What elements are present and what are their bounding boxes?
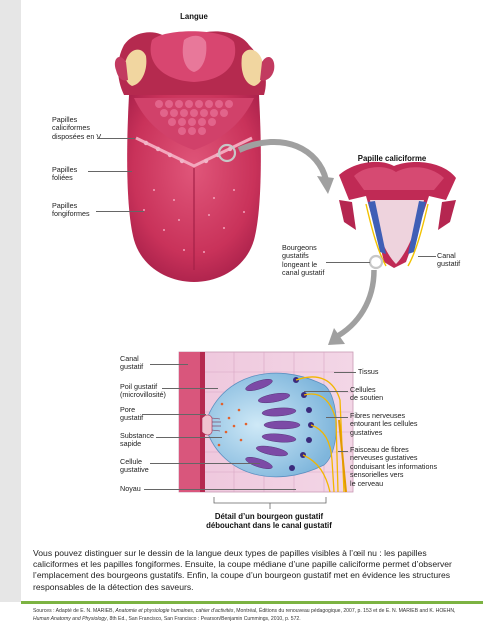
leader-line (97, 138, 135, 139)
sources-title-2: Human Anatomy and Physiology (33, 615, 107, 622)
leader-line (418, 256, 436, 257)
tongue-anatomy-figure: Langue (34, 0, 483, 540)
label-gustatory-cell: Cellule gustative (120, 457, 149, 475)
leader-line (304, 391, 348, 392)
taste-bud-caption: Détail d’un bourgeon gustatif débouchant… (206, 512, 332, 530)
sources-suffix: , 8th Ed., San Francisco, San Francisco … (106, 615, 301, 622)
leader-line (334, 372, 356, 373)
label-taste-pore: Pore gustatif (120, 405, 144, 423)
label-nerve-bundle: Faisceau de fibres nerveuses gustatives … (350, 445, 438, 488)
label-tastant: Substance sapide (120, 431, 154, 449)
leader-line (144, 489, 296, 490)
label-foliate-papillae: Papilles foliées (52, 165, 78, 183)
leader-line (88, 171, 132, 172)
label-gustatory-hair: Poil gustatif (microvillosité) (120, 382, 166, 400)
label-tissue: Tissus (358, 367, 379, 376)
tongue-illustration (114, 31, 456, 509)
explanation-paragraph: Vous pouvez distinguer sur le dessin de … (33, 548, 452, 592)
footer-divider (21, 601, 483, 604)
sources-citation: Sources : Adapté de E. N. MARIEB, Anatom… (33, 608, 473, 623)
leader-line (156, 437, 222, 438)
sources-title-1: Anatomie et physiologie humaines, cahier… (115, 608, 234, 614)
label-circumvallate-papillae: Papilles caliciformes disposées en V (52, 115, 102, 141)
left-margin-bar (0, 0, 21, 602)
tongue-title: Langue (180, 12, 208, 21)
label-taste-buds-lining-canal: Bourgeons gustatifs longeant le canal gu… (282, 243, 325, 278)
sources-middle: , Montréal, Éditions du renouveau pédago… (233, 608, 456, 614)
leader-line (142, 414, 206, 415)
label-papilla-taste-canal: Canal gustatif (437, 251, 461, 269)
leader-line (162, 388, 218, 389)
leader-line (150, 463, 260, 464)
label-nucleus: Noyau (120, 484, 141, 493)
label-nerve-fibers: Fibres nerveuses entourant les cellules … (350, 411, 418, 437)
sources-prefix: Sources : Adapté de E. N. MARIEB, (33, 608, 116, 614)
leader-line (326, 417, 348, 418)
label-fungiform-papillae: Papilles fongiformes (52, 201, 90, 219)
label-taste-canal: Canal gustatif (120, 354, 144, 372)
leader-line (150, 364, 188, 365)
leader-line (326, 262, 370, 263)
papilla-title: Papille caliciforme (357, 154, 427, 163)
label-supporting-cells: Cellules de soutien (350, 385, 384, 403)
leader-line (96, 211, 144, 212)
leader-line (338, 451, 348, 452)
